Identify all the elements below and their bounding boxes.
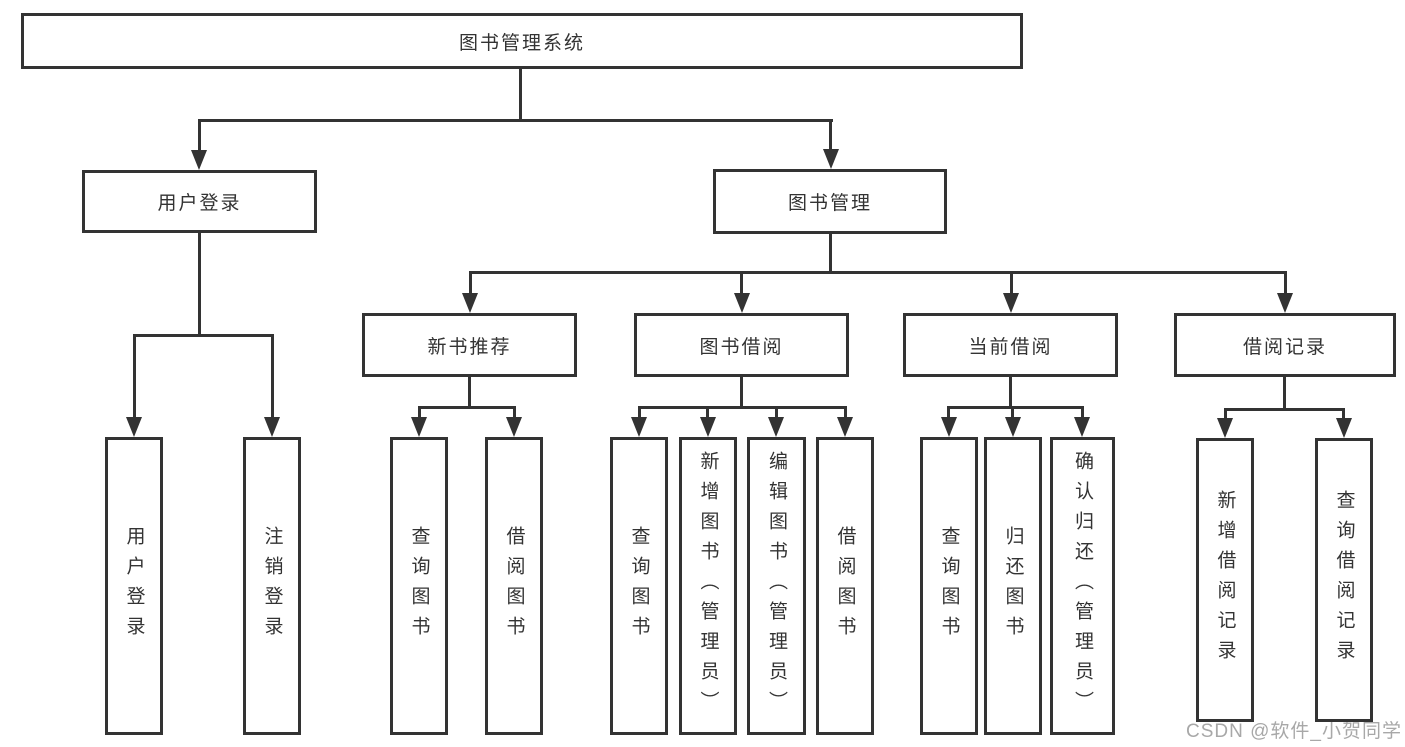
connector-line-book-management bbox=[740, 271, 743, 296]
connector-line-book-borrow bbox=[638, 406, 641, 421]
arrowhead-down-icon bbox=[1217, 418, 1233, 438]
node-new-book-recommend: 新书推荐 bbox=[362, 313, 577, 377]
connector-line-book-management bbox=[1010, 271, 1013, 296]
arrowhead-down-icon bbox=[823, 149, 839, 169]
node-label-leaf-query-book-recommend: 查询图书 bbox=[408, 526, 430, 646]
connector-line-user-login bbox=[133, 334, 136, 420]
arrowhead-down-icon bbox=[506, 417, 522, 437]
node-leaf-add-book-admin: 新增图书（管理员） bbox=[679, 437, 737, 735]
arrowhead-down-icon bbox=[734, 293, 750, 313]
connector-line-new-book-recommend bbox=[513, 406, 516, 421]
node-leaf-borrow-book-recommend: 借阅图书 bbox=[485, 437, 543, 735]
node-label-leaf-query-book-current: 查询图书 bbox=[938, 526, 960, 646]
node-leaf-borrow-book: 借阅图书 bbox=[816, 437, 874, 735]
node-root: 图书管理系统 bbox=[21, 13, 1023, 69]
node-leaf-return-book: 归还图书 bbox=[984, 437, 1042, 735]
connector-line-current-borrow bbox=[1011, 406, 1014, 421]
connector-line-user-login bbox=[198, 233, 201, 336]
node-label-borrow-records: 借阅记录 bbox=[1242, 336, 1327, 358]
node-label-leaf-return-book: 归还图书 bbox=[1002, 526, 1024, 646]
arrowhead-down-icon bbox=[1005, 417, 1021, 437]
arrowhead-down-icon bbox=[191, 150, 207, 170]
node-label-leaf-confirm-return-admin: 确认归还（管理员） bbox=[1072, 451, 1093, 721]
node-leaf-query-book-borrow: 查询图书 bbox=[610, 437, 668, 735]
node-leaf-edit-book-admin: 编辑图书（管理员） bbox=[747, 437, 806, 735]
arrowhead-down-icon bbox=[631, 417, 647, 437]
node-current-borrow: 当前借阅 bbox=[903, 313, 1118, 377]
node-label-leaf-query-book-borrow: 查询图书 bbox=[628, 526, 650, 646]
node-label-root: 图书管理系统 bbox=[458, 32, 585, 54]
connector-line-borrow-records bbox=[1224, 408, 1227, 420]
arrowhead-down-icon bbox=[768, 417, 784, 437]
node-label-new-book-recommend: 新书推荐 bbox=[427, 336, 512, 358]
connector-line-book-borrow bbox=[706, 406, 709, 421]
connector-line-current-borrow bbox=[1009, 377, 1012, 408]
connector-line-root bbox=[198, 119, 201, 159]
node-label-user-login: 用户登录 bbox=[157, 193, 242, 214]
connector-line-new-book-recommend bbox=[418, 406, 421, 421]
connector-line-book-borrow bbox=[775, 406, 778, 421]
node-label-leaf-borrow-book-recommend: 借阅图书 bbox=[503, 526, 525, 646]
node-leaf-logout: 注销登录 bbox=[243, 437, 301, 735]
node-label-book-management: 图书管理 bbox=[787, 193, 872, 214]
connector-line-user-login bbox=[271, 334, 274, 420]
connector-line-new-book-recommend bbox=[418, 406, 516, 409]
connector-line-new-book-recommend bbox=[468, 377, 471, 408]
csdn-watermark: CSDN @软件_小贺同学 bbox=[1186, 721, 1402, 742]
node-user-login: 用户登录 bbox=[82, 170, 317, 233]
connector-line-root bbox=[519, 69, 522, 121]
node-label-leaf-logout: 注销登录 bbox=[261, 526, 283, 646]
arrowhead-down-icon bbox=[1003, 293, 1019, 313]
node-book-management: 图书管理 bbox=[713, 169, 947, 234]
node-label-book-borrow: 图书借阅 bbox=[699, 336, 784, 358]
connector-line-current-borrow bbox=[947, 406, 1084, 409]
connector-line-book-management bbox=[1284, 271, 1287, 296]
node-label-leaf-edit-book-admin: 编辑图书（管理员） bbox=[766, 451, 787, 721]
arrowhead-down-icon bbox=[941, 417, 957, 437]
arrowhead-down-icon bbox=[837, 417, 853, 437]
connector-line-borrow-records bbox=[1283, 377, 1286, 410]
connector-line-book-management bbox=[829, 234, 832, 273]
arrowhead-down-icon bbox=[1074, 417, 1090, 437]
node-leaf-query-borrow-record: 查询借阅记录 bbox=[1315, 438, 1373, 722]
arrowhead-down-icon bbox=[411, 417, 427, 437]
arrowhead-down-icon bbox=[126, 417, 142, 437]
node-leaf-query-book-recommend: 查询图书 bbox=[390, 437, 448, 735]
connector-line-user-login bbox=[133, 334, 274, 337]
node-label-current-borrow: 当前借阅 bbox=[968, 336, 1053, 358]
arrowhead-down-icon bbox=[264, 417, 280, 437]
node-label-leaf-add-borrow-record: 新增借阅记录 bbox=[1214, 490, 1236, 670]
node-leaf-confirm-return-admin: 确认归还（管理员） bbox=[1050, 437, 1115, 735]
node-leaf-add-borrow-record: 新增借阅记录 bbox=[1196, 438, 1254, 722]
node-borrow-records: 借阅记录 bbox=[1174, 313, 1396, 377]
connector-line-book-borrow bbox=[844, 406, 847, 421]
node-label-leaf-query-borrow-record: 查询借阅记录 bbox=[1333, 490, 1355, 670]
node-leaf-query-book-current: 查询图书 bbox=[920, 437, 978, 735]
node-leaf-user-login: 用户登录 bbox=[105, 437, 163, 735]
arrowhead-down-icon bbox=[462, 293, 478, 313]
connector-line-root bbox=[198, 119, 833, 122]
arrowhead-down-icon bbox=[700, 417, 716, 437]
connector-line-root bbox=[829, 119, 832, 159]
connector-line-book-management bbox=[469, 271, 472, 296]
connector-line-current-borrow bbox=[947, 406, 950, 421]
node-label-leaf-add-book-admin: 新增图书（管理员） bbox=[697, 451, 719, 721]
connector-line-current-borrow bbox=[1081, 406, 1084, 421]
node-label-leaf-borrow-book: 借阅图书 bbox=[834, 526, 856, 646]
arrowhead-down-icon bbox=[1277, 293, 1293, 313]
connector-line-book-borrow bbox=[638, 406, 847, 409]
connector-line-borrow-records bbox=[1342, 408, 1345, 420]
node-label-leaf-user-login: 用户登录 bbox=[123, 526, 145, 646]
arrowhead-down-icon bbox=[1336, 418, 1352, 438]
connector-line-borrow-records bbox=[1224, 408, 1345, 411]
node-book-borrow: 图书借阅 bbox=[634, 313, 849, 377]
connector-line-book-management bbox=[469, 271, 1287, 274]
connector-line-book-borrow bbox=[740, 377, 743, 408]
